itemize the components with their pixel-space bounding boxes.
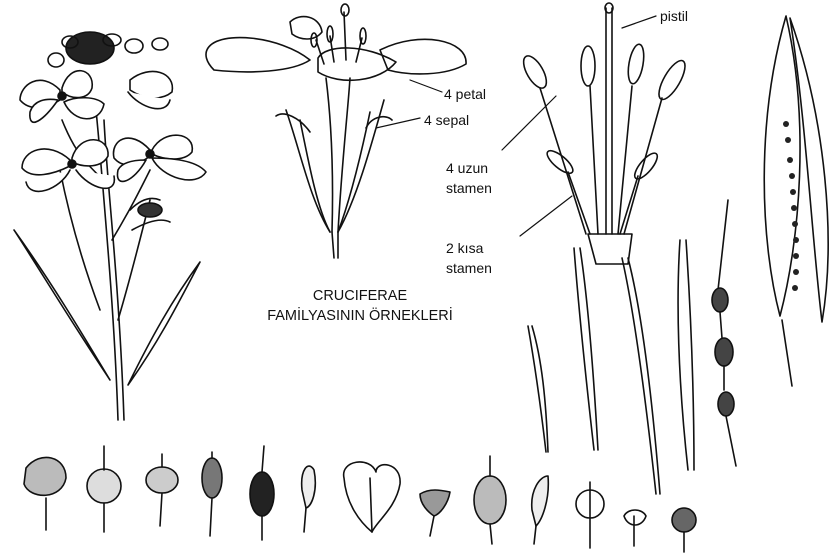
diagram-title: CRUCIFERAE FAMİLYASININ ÖRNEKLERİ [220,286,500,326]
label-petal: 4 petal [444,86,486,102]
pod-collection-drawing [528,16,828,494]
title-line-2: FAMİLYASININ ÖRNEKLERİ [220,306,500,326]
title-line-1: CRUCIFERAE [220,286,500,306]
flower-section-drawing [206,4,466,258]
flowering-plant-drawing [14,32,206,420]
label-leaders [376,16,656,236]
fruit-row-drawing [24,446,696,552]
label-long-stamen-line1: 4 uzun [446,160,488,176]
label-sepal: 4 sepal [424,112,469,128]
label-short-stamen-line2: stamen [446,260,492,276]
label-short-stamen-line1: 2 kısa [446,240,483,256]
label-pistil: pistil [660,8,688,24]
stamen-pistil-drawing [519,3,690,264]
label-long-stamen-line2: stamen [446,180,492,196]
